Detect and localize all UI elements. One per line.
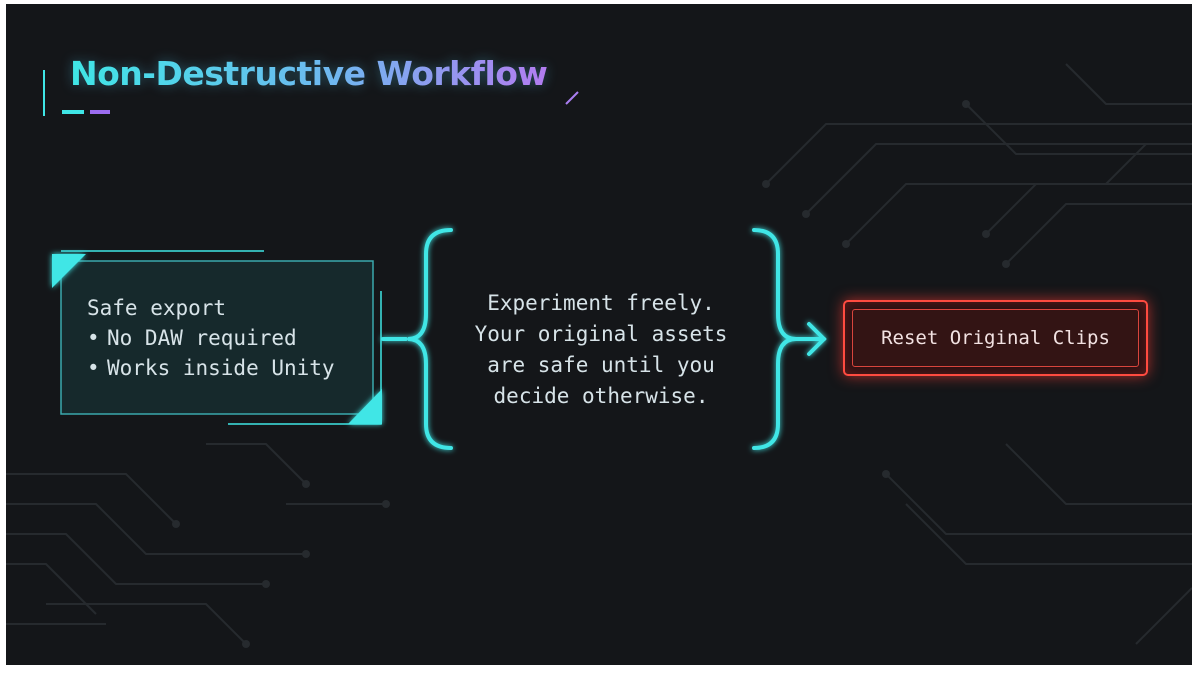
message-text: Experiment freely. Your original assets … [446, 288, 756, 412]
features-frame [52, 250, 382, 425]
right-brace [752, 228, 797, 450]
circuit-background [6, 63, 1192, 648]
arrow-right-icon [807, 322, 827, 356]
slide-title: Non-Destructive Workflow [70, 54, 548, 93]
features-list: Safe export • No DAW required • Works insi… [87, 293, 335, 383]
workflow-diagram [52, 228, 827, 450]
left-brace [407, 228, 453, 450]
features-heading: Safe export [87, 296, 227, 320]
feature-item-label: No DAW required [107, 326, 297, 350]
message-line: are safe until you [487, 353, 715, 377]
bullet-icon: • [87, 356, 100, 380]
title-underline [40, 70, 579, 116]
feature-item-label: Works inside Unity [107, 356, 335, 380]
slide-canvas: Non-Destructive Workflow Safe export • [6, 4, 1192, 665]
feature-item: • Works inside Unity [87, 353, 335, 383]
reset-button-inner: Reset Original Clips [852, 309, 1139, 367]
title-block: Non-Destructive Workflow [40, 50, 600, 130]
message-line: Your original assets [474, 322, 728, 346]
bullet-icon: • [87, 326, 100, 350]
message-line: Experiment freely. [487, 291, 715, 315]
message-line: decide otherwise. [493, 384, 709, 408]
feature-item: • No DAW required [87, 323, 335, 353]
reset-button-label: Reset Original Clips [881, 327, 1110, 349]
reset-original-clips-button[interactable]: Reset Original Clips [843, 300, 1148, 376]
